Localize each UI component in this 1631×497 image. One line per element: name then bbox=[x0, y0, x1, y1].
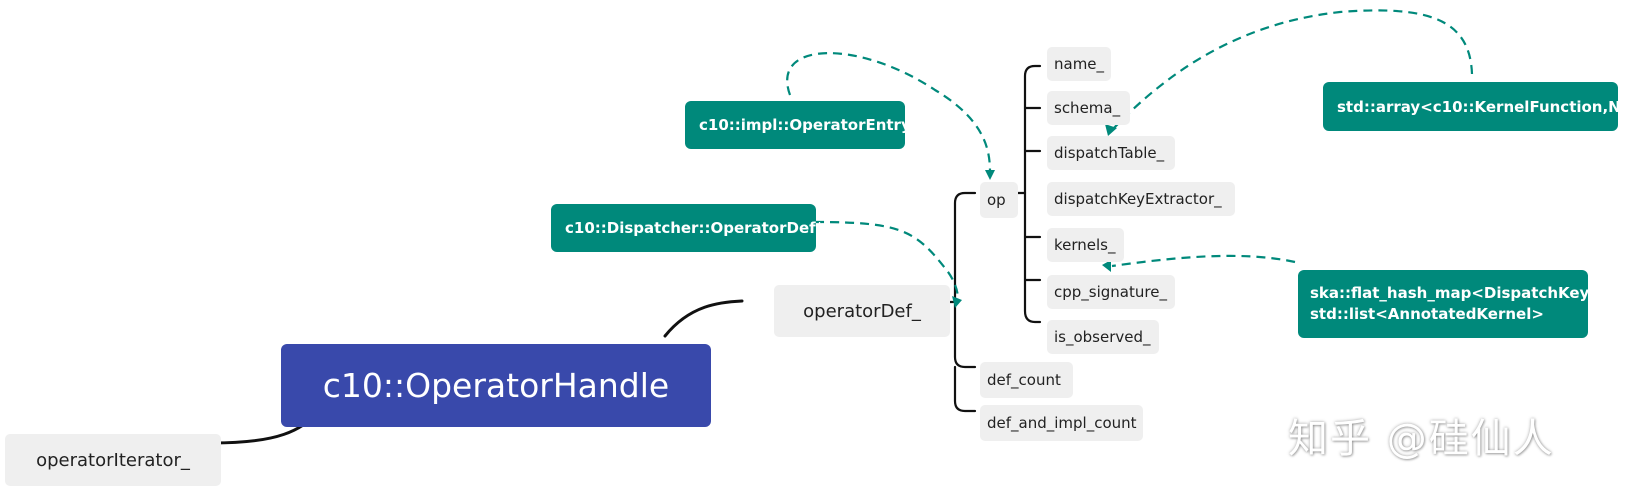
field-is-observed-label: is_observed_ bbox=[1054, 328, 1151, 346]
type-operator-entry: c10::impl::OperatorEntry bbox=[685, 101, 911, 149]
link-flat-hash-map bbox=[1111, 254, 1296, 268]
arrowhead-dispatchtable bbox=[1105, 124, 1117, 136]
field-cpp-signature-label: cpp_signature_ bbox=[1054, 283, 1167, 301]
edge-root-operatordef bbox=[663, 299, 744, 338]
operator-iterator-node: operatorIterator_ bbox=[5, 434, 221, 486]
arrowhead-kernels bbox=[1102, 260, 1111, 272]
def-and-impl-count-node: def_and_impl_count bbox=[980, 405, 1143, 441]
field-kernels: kernels_ bbox=[1047, 228, 1124, 262]
type-operator-entry-label: c10::impl::OperatorEntry bbox=[699, 116, 911, 134]
field-dispatch-key-extractor-label: dispatchKeyExtractor_ bbox=[1054, 190, 1222, 208]
field-schema: schema_ bbox=[1047, 91, 1130, 125]
link-operatordef-ptr bbox=[814, 220, 960, 300]
operator-handle-node: c10::OperatorHandle bbox=[281, 344, 711, 427]
field-dispatch-table-label: dispatchTable_ bbox=[1054, 144, 1165, 162]
field-name: name_ bbox=[1047, 47, 1111, 81]
def-count-node: def_count bbox=[980, 362, 1073, 398]
type-flat-hash-map: ska::flat_hash_map<DispatchKey, std::lis… bbox=[1298, 270, 1594, 338]
field-dispatch-table: dispatchTable_ bbox=[1047, 136, 1175, 170]
type-kernel-array: std::array<c10::KernelFunction,N> bbox=[1323, 82, 1631, 131]
operator-handle-label: c10::OperatorHandle bbox=[322, 366, 670, 405]
arrowhead-op bbox=[985, 170, 995, 180]
op-label: op bbox=[987, 191, 1006, 209]
type-flat-hash-map-line2: std::list<AnnotatedKernel> bbox=[1310, 305, 1544, 323]
type-flat-hash-map-line1: ska::flat_hash_map<DispatchKey, bbox=[1310, 284, 1594, 302]
arrowhead-operatordef bbox=[952, 296, 962, 308]
type-operator-def-ptr: c10::Dispatcher::OperatorDef* bbox=[551, 204, 824, 252]
field-cpp-signature: cpp_signature_ bbox=[1047, 275, 1175, 309]
type-operator-def-ptr-label: c10::Dispatcher::OperatorDef* bbox=[565, 219, 824, 237]
op-node: op bbox=[980, 182, 1018, 218]
field-kernels-label: kernels_ bbox=[1054, 236, 1116, 254]
bracket-operatordef bbox=[953, 191, 977, 413]
link-kernel-array bbox=[1111, 9, 1474, 131]
field-schema-label: schema_ bbox=[1054, 99, 1121, 117]
bracket-op bbox=[1023, 64, 1042, 324]
field-dispatch-key-extractor: dispatchKeyExtractor_ bbox=[1047, 182, 1235, 216]
def-count-label: def_count bbox=[987, 371, 1061, 389]
watermark: 知乎 @硅仙人 bbox=[1288, 416, 1555, 462]
operator-def-label: operatorDef_ bbox=[803, 300, 921, 322]
type-kernel-array-label: std::array<c10::KernelFunction,N> bbox=[1337, 97, 1631, 116]
field-is-observed: is_observed_ bbox=[1047, 320, 1159, 354]
field-name-label: name_ bbox=[1054, 55, 1105, 73]
operator-iterator-label: operatorIterator_ bbox=[36, 449, 190, 471]
link-operatorentry-op bbox=[786, 52, 992, 173]
operator-def-node: operatorDef_ bbox=[774, 285, 950, 337]
def-and-impl-count-label: def_and_impl_count bbox=[987, 414, 1137, 432]
